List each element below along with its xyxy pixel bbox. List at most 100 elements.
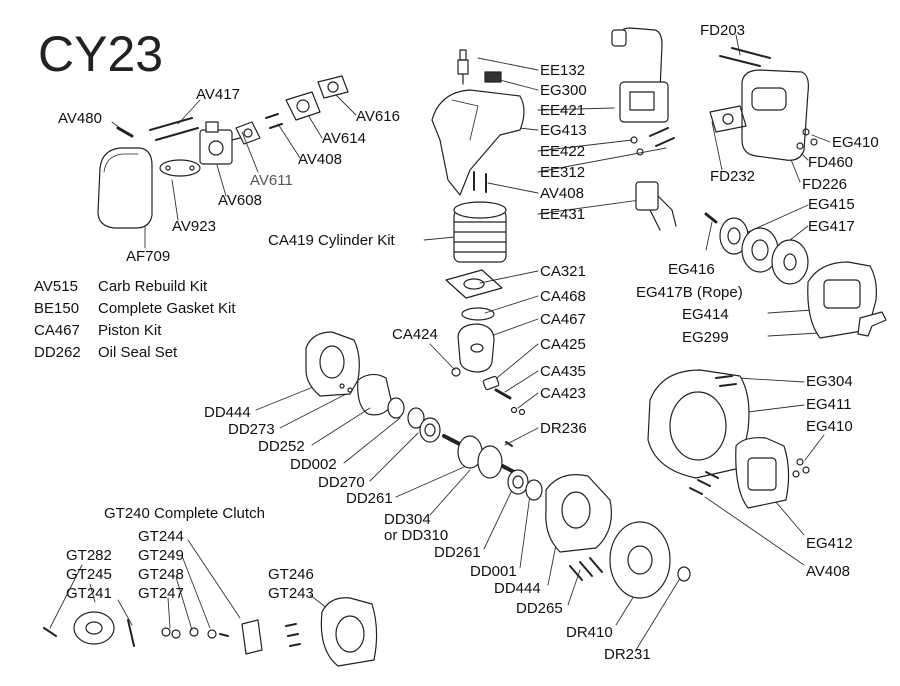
- part-label-av417: AV417: [196, 86, 240, 103]
- gasket-av616: [317, 75, 349, 99]
- part-label-av480: AV480: [58, 110, 102, 127]
- air-filter-cover: [97, 147, 153, 229]
- part-label-fd203: FD203: [700, 22, 746, 39]
- bearing-dd261b: [507, 469, 529, 495]
- spring-cover: [771, 239, 809, 285]
- part-label-ca435: CA435: [540, 363, 586, 380]
- bolts-av417: [149, 117, 199, 141]
- coil-screws: [649, 127, 675, 147]
- part-label-dd002: DD002: [290, 456, 337, 473]
- part-label-gt245: GT245: [66, 566, 112, 583]
- screw-eg416: [704, 212, 718, 224]
- part-label-av923: AV923: [172, 218, 216, 235]
- part-label-av608: AV608: [218, 192, 262, 209]
- part-label-gt241: GT241: [66, 585, 112, 602]
- part-label-gt246: GT246: [268, 566, 314, 583]
- washer-gt249: [207, 629, 229, 639]
- clip-eg300: [484, 71, 502, 83]
- fan-housing-eg411: [647, 369, 750, 479]
- part-label-eg414: EG414: [682, 306, 729, 323]
- kit-code: BE150: [34, 300, 80, 317]
- part-label-ca423: CA423: [540, 385, 586, 402]
- part-label-ee132: EE132: [540, 62, 586, 79]
- crankshaft: [442, 434, 516, 479]
- part-label-eg304: EG304: [806, 373, 853, 390]
- part-label-dd265: DD265: [516, 600, 563, 617]
- part-label-dd270: DD270: [318, 474, 365, 491]
- key-dr236: [505, 441, 513, 447]
- bearing-dd261a: [419, 417, 441, 443]
- kit-row: AV515 Carb Rebuild Kit: [34, 278, 207, 295]
- insulator-av614: [285, 91, 321, 121]
- part-label-ee431: EE431: [540, 206, 586, 223]
- carburetor: [199, 121, 241, 165]
- part-label-fd232: FD232: [710, 168, 756, 185]
- kit-desc: Complete Gasket Kit: [98, 300, 236, 317]
- part-label-dr410: DR410: [566, 624, 613, 641]
- spark-plug: [457, 49, 469, 85]
- bearing-ca435: [494, 388, 512, 400]
- washer-ee422: [630, 136, 644, 156]
- washer-gt248: [189, 627, 199, 637]
- part-label-gt282: GT282: [66, 547, 112, 564]
- part-label-eg410: EG410: [832, 134, 879, 151]
- cylinder-cover: [431, 89, 525, 196]
- screws-eg410: [796, 128, 818, 150]
- part-label-eg413: EG413: [540, 122, 587, 139]
- clip-ca424: [451, 367, 461, 377]
- kit-desc: Piston Kit: [98, 322, 162, 339]
- switch-ee431: [635, 181, 677, 231]
- nut-dr231: [677, 566, 691, 582]
- part-label-av408: AV408: [298, 151, 342, 168]
- clutch-shoes-gt245: [73, 611, 115, 645]
- pulley-eg417: [741, 227, 779, 273]
- muffler-bolts-fd203: [719, 47, 771, 67]
- bolts-gt243: [285, 623, 301, 647]
- kit-code: DD262: [34, 344, 81, 361]
- part-label-gt247: GT247: [138, 585, 184, 602]
- screw-av480: [116, 126, 134, 138]
- part-label-av614: AV614: [322, 130, 366, 147]
- gasket-dd252: [357, 373, 393, 416]
- kit-code: CA467: [34, 322, 80, 339]
- part-label-ca468: CA468: [540, 288, 586, 305]
- kit-code: AV515: [34, 278, 78, 295]
- part-label-av616: AV616: [356, 108, 400, 125]
- part-label-dr236: DR236: [540, 420, 587, 437]
- part-label-gt248: GT248: [138, 566, 184, 583]
- part-label-eg299: EG299: [682, 329, 729, 346]
- part-label-fd226: FD226: [802, 176, 848, 193]
- part-label-ca321: CA321: [540, 263, 586, 280]
- part-label-dd001: DD001: [470, 563, 517, 580]
- part-label-dd261: DD261: [346, 490, 393, 507]
- gasket-av923: [159, 159, 201, 177]
- part-label-eg417b: EG417B (Rope): [636, 284, 743, 301]
- part-label-eg412: EG412: [806, 535, 853, 552]
- kit-desc: Carb Rebuild Kit: [98, 278, 208, 295]
- clips-ca423: [510, 406, 526, 416]
- screws-dd265: [569, 557, 603, 581]
- part-label-dd310: or DD310: [384, 527, 449, 544]
- part-label-ca424: CA424: [392, 326, 438, 343]
- part-label-gt243: GT243: [268, 585, 314, 602]
- part-label-ca419: CA419 Cylinder Kit: [268, 232, 395, 249]
- starter-housing-eg414: [807, 261, 877, 339]
- seal-dd002: [387, 397, 405, 419]
- bolts-gt241: [127, 619, 135, 647]
- part-label-eg415: EG415: [808, 196, 855, 213]
- kit-row: BE150 Complete Gasket Kit: [34, 300, 236, 317]
- part-label-gt249: GT249: [138, 547, 184, 564]
- plate-gt244: [241, 619, 263, 655]
- washers-gt247: [161, 627, 181, 639]
- screws-av408: [265, 113, 283, 129]
- piston-ca467: [457, 323, 495, 373]
- crankcase-left: [305, 331, 360, 397]
- crankcase-right: [545, 474, 612, 553]
- screws-eg410-b: [792, 458, 810, 478]
- part-label-eg417: EG417: [808, 218, 855, 235]
- part-label-gt240: GT240 Complete Clutch: [104, 505, 265, 522]
- screws-av408-b: [473, 171, 487, 193]
- gasket-ca321: [445, 269, 503, 299]
